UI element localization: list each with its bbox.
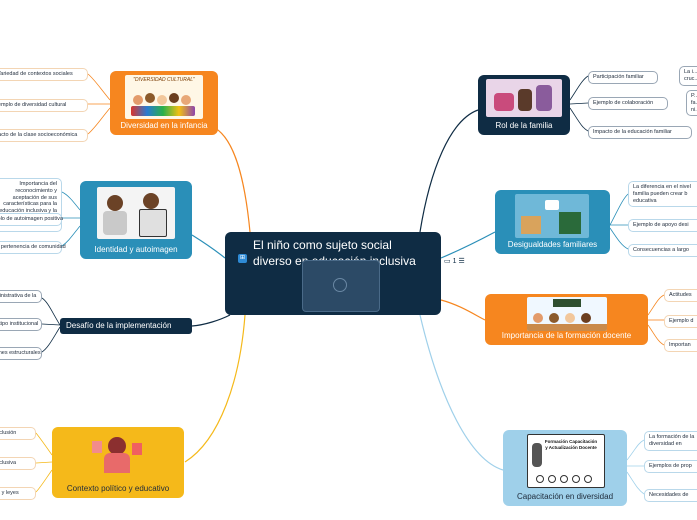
identity-image: [97, 187, 175, 239]
link-desafio: [191, 314, 231, 327]
notes-icon[interactable]: ☰: [458, 258, 465, 265]
link-familia: [419, 109, 479, 233]
subleaf-familia-1[interactable]: P... fa... ni...: [686, 90, 697, 117]
leaf-contexto-1[interactable]: Ejemplo de política inclusiva: [0, 457, 36, 470]
link-capacitacion: [419, 314, 504, 471]
link-contexto: [184, 314, 246, 463]
topic-label: Identidad y autoimagen: [94, 245, 178, 254]
link-identidad: [191, 234, 226, 259]
family-image: [486, 79, 562, 117]
leaf-desigualdades-1[interactable]: Ejemplo de apoyo desi: [628, 219, 697, 232]
topic-rol-familia[interactable]: Rol de la familia: [478, 75, 570, 135]
topic-identidad-autoimagen[interactable]: Identidad y autoimagen: [80, 181, 192, 259]
topic-diversidad-infancia[interactable]: "DIVERSIDAD CULTURAL" Diversidad en la i…: [110, 71, 218, 135]
topic-desigualdades-familiares[interactable]: Desigualdades familiares: [495, 190, 610, 254]
audience-icon: [532, 473, 600, 483]
topic-label: Diversidad en la infancia: [120, 121, 208, 130]
link-formacion: [440, 299, 486, 321]
classroom-image: [527, 297, 607, 331]
topic-indicators: ▭ 1 ☰: [444, 257, 465, 265]
leaf-desigualdades-2[interactable]: Consecuencias a largo: [628, 244, 697, 257]
leaf-formacion-1[interactable]: Ejemplo d: [664, 315, 697, 328]
link-desigualdades: [440, 231, 496, 259]
leaf-identidad-1[interactable]: Ejemplo de autoimagen positiva: [0, 213, 63, 226]
politics-image: [90, 431, 146, 475]
topic-formacion-docente[interactable]: Importancia de la formación docente: [485, 294, 648, 345]
link-infancia: [214, 127, 251, 233]
inequality-image: [515, 194, 589, 238]
leaf-infancia-1[interactable]: Ejemplo de diversidad cultural: [0, 99, 88, 112]
topic-label: Desigualdades familiares: [507, 240, 598, 249]
leaf-formacion-0[interactable]: Actitudes: [664, 289, 697, 302]
leaf-familia-0[interactable]: Participación familiar: [588, 71, 658, 84]
leaf-identidad-2[interactable]: Sentido de pertenencia de comunidad: [0, 241, 66, 254]
leaf-infancia-2[interactable]: Impacto de la clase socioeconómica: [0, 129, 88, 142]
org-chart-icon[interactable]: ⊞: [238, 254, 247, 263]
leaf-contexto-2[interactable]: Normativa y leyes: [0, 487, 36, 500]
topic-label: Contexto político y educativo: [66, 484, 170, 493]
topic-label: Importancia de la formación docente: [501, 331, 632, 340]
leaf-desigualdades-0[interactable]: La diferencia en el nivel familia pueden…: [628, 181, 697, 208]
leaf-capacitacion-2[interactable]: Necesidades de: [644, 489, 697, 502]
image-caption: Formación Capacitación y Actualización D…: [544, 439, 598, 450]
training-image: Formación Capacitación y Actualización D…: [527, 434, 605, 488]
subleaf-familia-0[interactable]: La i... cruc...: [679, 66, 697, 86]
leaf-infancia-0[interactable]: Variedad de contextos sociales: [0, 68, 88, 81]
image-placeholder[interactable]: [302, 260, 380, 312]
leaf-familia-2[interactable]: Impacto de la educación familiar: [588, 126, 692, 139]
diversity-image: "DIVERSIDAD CULTURAL": [125, 75, 203, 119]
image-icon: [333, 278, 347, 292]
image-caption: "DIVERSIDAD CULTURAL": [133, 77, 195, 83]
comment-count: 1: [452, 258, 457, 265]
children-group-icon: [131, 89, 197, 117]
leaf-familia-1[interactable]: Ejemplo de colaboración: [588, 97, 668, 110]
leaf-desafio-0[interactable]: Resistencia administrativa de la: [0, 290, 42, 303]
leaf-desafio-2[interactable]: Limitaciones estructurales: [0, 347, 42, 360]
topic-desafio-implementacion[interactable]: Desafío de la implementación: [60, 318, 192, 334]
topic-capacitacion-diversidad[interactable]: Formación Capacitación y Actualización D…: [503, 430, 627, 506]
central-topic[interactable]: ⊞ El niño como sujeto social diverso en …: [225, 232, 441, 315]
leaf-capacitacion-0[interactable]: La formación de la diversidad en: [644, 431, 697, 451]
topic-label: Rol de la familia: [495, 121, 553, 130]
comment-icon[interactable]: ▭: [444, 258, 451, 265]
topic-label: Capacitación en diversidad: [516, 492, 614, 501]
leaf-formacion-2[interactable]: Importan: [664, 339, 697, 352]
leaf-capacitacion-1[interactable]: Ejemplos de prop: [644, 460, 697, 473]
topic-contexto-politico[interactable]: Contexto político y educativo: [52, 427, 184, 498]
leaf-desafio-1[interactable]: Barreras de tipo institucional: [0, 318, 42, 331]
leaf-contexto-0[interactable]: Políticas de inclusión: [0, 427, 36, 440]
